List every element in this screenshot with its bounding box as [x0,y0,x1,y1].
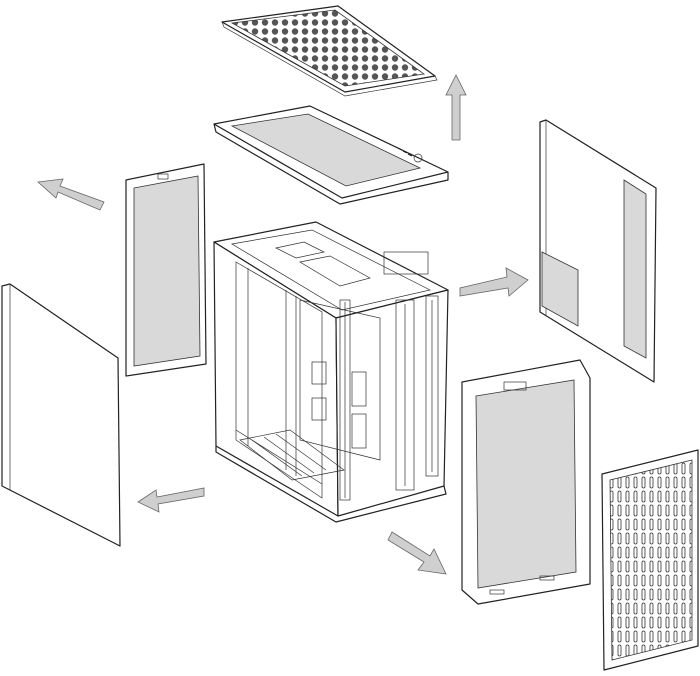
front-filter-frame [461,359,591,605]
lower-left-arrow [137,487,205,513]
rear-panel [539,119,657,383]
left-side-panel [1,283,121,547]
front-mesh-panel [601,449,699,671]
top-panel-io-buttons [397,147,423,163]
upper-left-arrow [37,178,105,211]
up-arrow [445,74,467,141]
top-mesh-filter [221,5,438,97]
right-arrow [459,267,529,297]
chassis-frame [213,221,449,523]
left-side-filter [125,163,207,377]
top-panel [213,105,449,205]
lower-right-arrow [387,531,447,575]
